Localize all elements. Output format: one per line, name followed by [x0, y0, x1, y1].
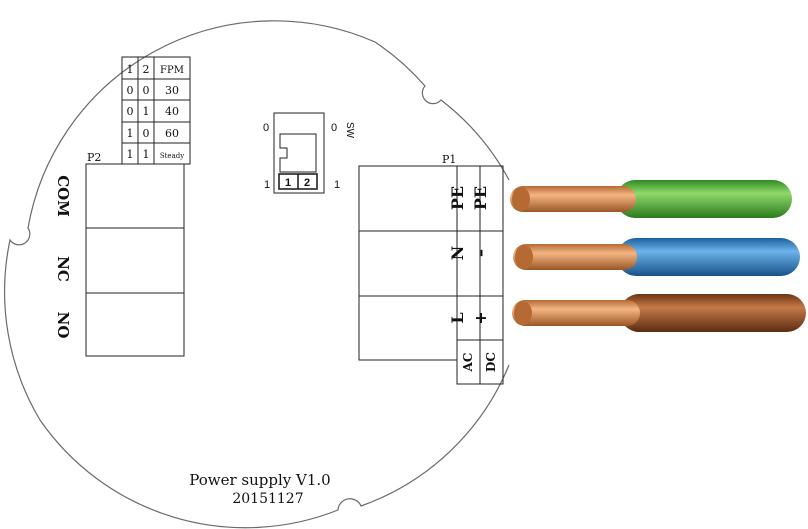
- wire-live-insulation: [620, 294, 806, 332]
- board-outline: [3, 20, 510, 529]
- p2-terminal-no: NO: [54, 312, 72, 339]
- dip-header-col1: 1: [127, 63, 134, 76]
- p1-label: P1: [442, 153, 456, 166]
- board-title: Power supply V1.0: [189, 471, 330, 489]
- p2-terminal-com: COM: [54, 175, 72, 217]
- switch-position-1: 1: [285, 177, 291, 189]
- p1-dc-plus: +: [471, 311, 490, 324]
- switch-label-top-left: 0: [263, 122, 269, 134]
- dip-row4-col1: 1: [127, 148, 134, 161]
- dip-header-fpm: FPM: [160, 65, 184, 76]
- wire-neutral: [513, 238, 800, 276]
- switch-label-bottom-right: 1: [334, 179, 340, 191]
- p2-terminal-nc: NC: [54, 256, 72, 282]
- dip-row2-col2: 1: [143, 105, 150, 118]
- wire-live-copper: [512, 300, 640, 326]
- switch-position-2: 2: [304, 177, 310, 189]
- board-date: 20151127: [232, 491, 303, 507]
- p1-terminal-block: [358, 165, 458, 361]
- dip-row1-fpm: 30: [165, 84, 179, 97]
- wire-live-tip: [514, 301, 532, 325]
- dip-row3-fpm: 60: [165, 127, 179, 140]
- dip-row1-col1: 0: [127, 84, 134, 97]
- wire-pe-copper: [510, 186, 636, 212]
- dip-table-text: 1 2 FPM 0 0 30 0 1 40 1 0 60 1 1 Steady: [127, 63, 185, 161]
- switch-name: SW: [344, 122, 355, 139]
- p1-ac-pe: PE: [448, 186, 467, 210]
- dip-row2-fpm: 40: [165, 105, 179, 118]
- p2-label: P2: [87, 151, 101, 164]
- dip-row3-col1: 1: [127, 127, 134, 140]
- p1-label-table: [456, 165, 504, 385]
- dip-row1-col2: 0: [143, 84, 150, 97]
- p1-ac-n: N: [448, 246, 467, 261]
- dip-row4-col2: 1: [143, 148, 150, 161]
- p2-terminal-block: [85, 163, 185, 357]
- dip-header-col2: 2: [143, 63, 150, 76]
- dip-row4-fpm: Steady: [160, 152, 184, 160]
- p1-dc-pe: PE: [471, 186, 490, 210]
- wire-neutral-insulation: [617, 238, 800, 276]
- switch-label-bottom-left: 1: [264, 179, 270, 191]
- wire-neutral-copper: [513, 244, 637, 270]
- p1-ac-l: L: [448, 312, 467, 323]
- dip-switch: [273, 112, 325, 194]
- wire-neutral-tip: [515, 245, 533, 269]
- wire-pe: [510, 180, 792, 218]
- wire-pe-tip: [512, 187, 530, 211]
- p1-dc-minus: –: [471, 249, 490, 257]
- dip-row2-col1: 0: [127, 105, 134, 118]
- dip-row3-col2: 0: [143, 127, 150, 140]
- wire-pe-insulation: [616, 180, 792, 218]
- switch-label-top-right: 0: [331, 122, 337, 134]
- p1-footer-ac: AC: [461, 353, 475, 373]
- p1-footer-dc: DC: [484, 352, 498, 372]
- wire-live: [512, 294, 806, 332]
